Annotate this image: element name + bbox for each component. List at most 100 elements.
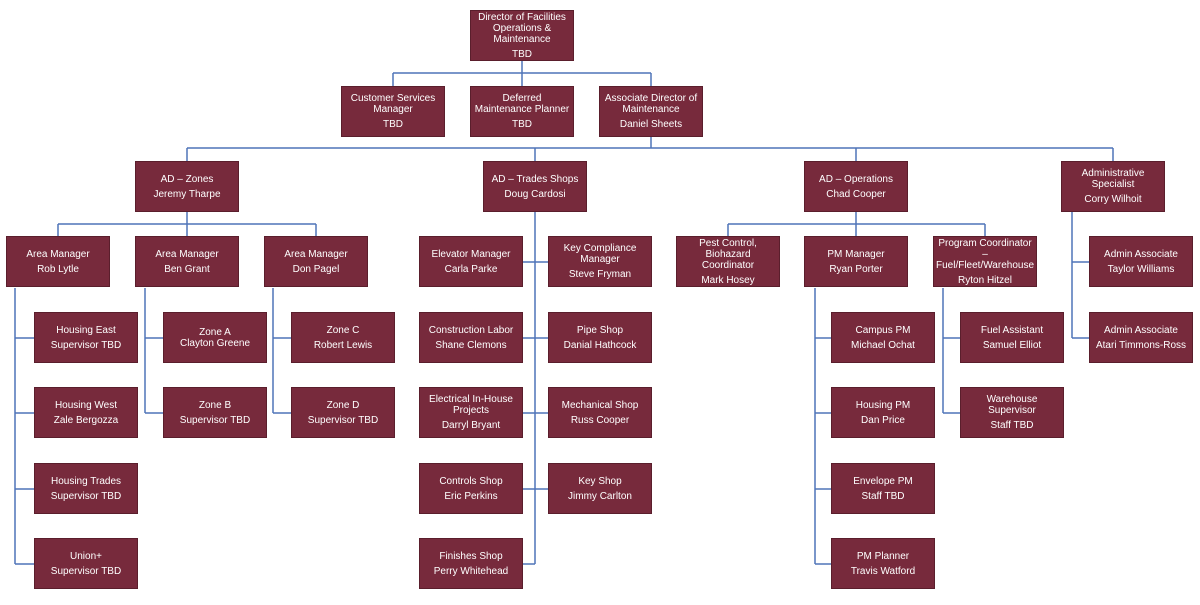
node-csm-name: TBD: [383, 119, 403, 130]
node-dmp-title: Deferred Maintenance Planner: [474, 93, 570, 115]
node-campuspm-name: Michael Ochat: [851, 339, 915, 351]
node-elev-name: Carla Parke: [444, 263, 498, 275]
node-hwest-name: Zale Bergozza: [53, 414, 119, 426]
node-keycomp-title: Key Compliance Manager: [563, 243, 637, 265]
node-envpm-title: Envelope PM: [853, 475, 913, 487]
node-housing-pm: Housing PM Dan Price: [831, 387, 935, 438]
node-admin-associate-1: Admin Associate Taylor Williams: [1089, 236, 1193, 287]
node-finishes-shop: Finishes Shop Perry Whitehead: [419, 538, 523, 589]
node-zonec-name: Robert Lewis: [313, 339, 373, 351]
node-adm-title: Associate Director of Maintenance: [604, 93, 698, 115]
node-am3-name: Don Pagel: [292, 263, 340, 275]
node-progc-title: Program Coordinator – Fuel/Fleet/Warehou…: [936, 237, 1035, 271]
node-admin-name: Corry Wilhoit: [1084, 194, 1142, 205]
node-director-title: Director of Facilities Operations & Main…: [478, 11, 566, 45]
node-fuel-assistant: Fuel Assistant Samuel Elliot: [960, 312, 1064, 363]
node-zonea-name: Clayton Greene: [179, 337, 251, 349]
node-ad-trades-shops: AD – Trades Shops Doug Cardosi: [483, 161, 587, 212]
node-envpm-name: Staff TBD: [861, 490, 905, 502]
node-ops-name: Chad Cooper: [826, 188, 886, 200]
node-director-name: TBD: [512, 48, 532, 60]
node-area-manager-2: Area Manager Ben Grant: [135, 236, 239, 287]
node-key-compliance-manager: Key Compliance Manager Steve Fryman: [548, 236, 652, 287]
node-pipe-title: Pipe Shop: [576, 324, 624, 336]
node-am1-title: Area Manager: [26, 248, 90, 260]
node-pipe-name: Danial Hathcock: [563, 339, 637, 351]
node-mech-name: Russ Cooper: [570, 414, 630, 426]
node-campus-pm: Campus PM Michael Ochat: [831, 312, 935, 363]
node-hwest-title: Housing West: [54, 399, 118, 411]
node-zoned-name: Supervisor TBD: [307, 414, 379, 426]
node-am2-title: Area Manager: [155, 248, 219, 260]
node-constr-title: Construction Labor: [428, 324, 514, 336]
node-fuel-name: Samuel Elliot: [982, 339, 1042, 351]
node-housing-east: Housing East Supervisor TBD: [34, 312, 138, 363]
node-pipe-shop: Pipe Shop Danial Hathcock: [548, 312, 652, 363]
node-union-name: Supervisor TBD: [50, 565, 122, 577]
node-aa2-name: Atari Timmons-Ross: [1095, 339, 1186, 351]
node-keycomp-name: Steve Fryman: [568, 269, 632, 280]
node-zone-d: Zone D Supervisor TBD: [291, 387, 395, 438]
node-am1-name: Rob Lytle: [37, 263, 79, 275]
node-am3-title: Area Manager: [284, 248, 348, 260]
node-controls-title: Controls Shop: [439, 475, 503, 487]
node-pest-control-coordinator: Pest Control, Biohazard Coordinator Mark…: [676, 236, 780, 287]
node-program-coordinator: Program Coordinator – Fuel/Fleet/Warehou…: [933, 236, 1037, 287]
node-zoneb-name: Supervisor TBD: [179, 414, 251, 426]
node-adm-name: Daniel Sheets: [619, 119, 683, 130]
node-warehouse-supervisor: Warehouse Supervisor Staff TBD: [960, 387, 1064, 438]
node-ad-operations: AD – Operations Chad Cooper: [804, 161, 908, 212]
node-htrades-name: Supervisor TBD: [50, 490, 122, 502]
node-finishes-title: Finishes Shop: [439, 550, 503, 562]
node-trades-name: Doug Cardosi: [504, 188, 566, 200]
node-associate-director-maintenance: Associate Director of Maintenance Daniel…: [599, 86, 703, 137]
node-zone-c: Zone C Robert Lewis: [291, 312, 395, 363]
node-admin-title: Administrative Specialist: [1081, 168, 1145, 190]
node-constr-name: Shane Clemons: [435, 339, 507, 351]
node-zoned-title: Zone D: [326, 399, 360, 411]
node-pest-name: Mark Hosey: [701, 274, 755, 286]
node-keyshop-title: Key Shop: [578, 475, 622, 487]
node-ops-title: AD – Operations: [819, 173, 893, 185]
node-pmplanner-name: Travis Watford: [850, 565, 916, 577]
node-aa1-name: Taylor Williams: [1107, 263, 1175, 275]
node-dmp-name: TBD: [512, 119, 532, 130]
node-pmplanner-title: PM Planner: [856, 550, 910, 562]
node-elev-title: Elevator Manager: [431, 248, 511, 260]
node-pmm-title: PM Manager: [827, 248, 885, 260]
node-electrical-in-house: Electrical In-House Projects Darryl Brya…: [419, 387, 523, 438]
node-trades-title: AD – Trades Shops: [491, 173, 579, 185]
node-campuspm-title: Campus PM: [855, 324, 911, 336]
node-aa1-title: Admin Associate: [1104, 248, 1178, 260]
node-administrative-specialist: Administrative Specialist Corry Wilhoit: [1061, 161, 1165, 212]
node-housingpm-name: Dan Price: [861, 414, 905, 426]
node-mechanical-shop: Mechanical Shop Russ Cooper: [548, 387, 652, 438]
node-am2-name: Ben Grant: [164, 263, 210, 275]
node-pm-planner: PM Planner Travis Watford: [831, 538, 935, 589]
node-zonec-title: Zone C: [326, 324, 360, 336]
node-fuel-title: Fuel Assistant: [980, 324, 1044, 336]
node-director: Director of Facilities Operations & Main…: [470, 10, 574, 61]
node-warehouse-title: Warehouse Supervisor: [986, 394, 1038, 416]
node-heast-name: Supervisor TBD: [50, 339, 122, 351]
node-zone-a: Zone A Clayton Greene: [163, 312, 267, 363]
node-zones-title: AD – Zones: [160, 173, 214, 185]
node-key-shop: Key Shop Jimmy Carlton: [548, 463, 652, 514]
node-elecih-name: Darryl Bryant: [441, 420, 501, 431]
node-controls-name: Eric Perkins: [444, 490, 498, 502]
node-ad-zones: AD – Zones Jeremy Tharpe: [135, 161, 239, 212]
node-customer-services-manager: Customer Services Manager TBD: [341, 86, 445, 137]
node-aa2-title: Admin Associate: [1104, 324, 1178, 336]
node-keyshop-name: Jimmy Carlton: [568, 490, 632, 502]
node-elevator-manager: Elevator Manager Carla Parke: [419, 236, 523, 287]
node-mech-title: Mechanical Shop: [561, 399, 639, 411]
node-finishes-name: Perry Whitehead: [433, 565, 509, 577]
node-warehouse-name: Staff TBD: [990, 420, 1034, 431]
node-csm-title: Customer Services Manager: [350, 93, 436, 115]
node-deferred-maintenance-planner: Deferred Maintenance Planner TBD: [470, 86, 574, 137]
node-pest-title: Pest Control, Biohazard Coordinator: [699, 237, 757, 271]
node-zonea-title: Zone A: [199, 326, 231, 338]
node-zoneb-title: Zone B: [198, 399, 232, 411]
node-housing-trades: Housing Trades Supervisor TBD: [34, 463, 138, 514]
